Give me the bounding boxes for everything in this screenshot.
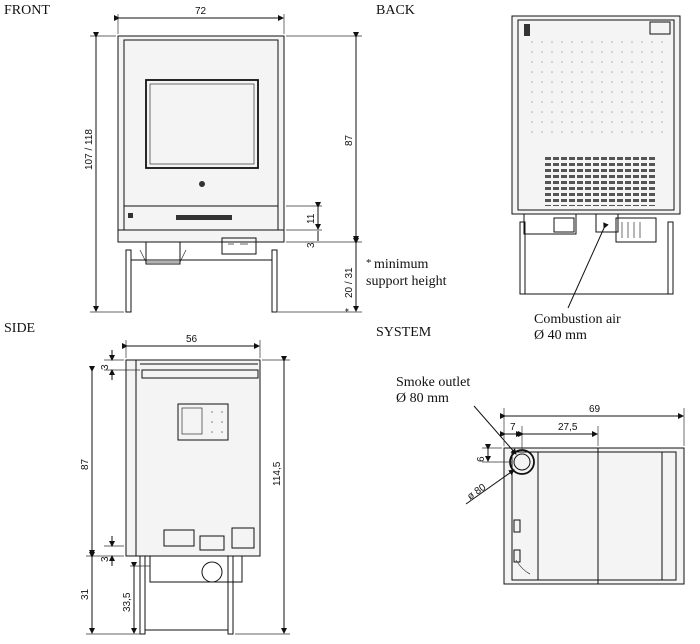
side-support-right <box>227 555 234 635</box>
dim-front-width: 72 <box>195 6 207 17</box>
system-body <box>503 447 685 585</box>
logo-icon <box>199 181 205 187</box>
side-underside <box>149 555 243 583</box>
front-support-right <box>271 249 278 313</box>
dim-side-support335: 33,5 <box>122 592 133 612</box>
side-body <box>125 359 261 557</box>
back-combustion-intake <box>595 213 619 233</box>
dim-system-6: 6 <box>476 456 487 462</box>
back-combustion-label-2: Ø 40 mm <box>534 328 587 343</box>
dim-front-height-total: 107 / 118 <box>84 129 95 170</box>
view-title-front: FRONT <box>4 3 50 18</box>
front-ash-unit <box>145 241 181 265</box>
back-component-left <box>523 213 577 235</box>
dim-front-height-body: 87 <box>344 134 355 146</box>
back-grille <box>544 156 656 206</box>
dim-front-11: 11 <box>306 213 317 224</box>
system-view: 69 7 27,5 6 ø 80 <box>465 404 685 585</box>
side-ash-door <box>163 529 195 547</box>
dim-system-7: 7 <box>510 422 516 433</box>
back-combustion-label-1: Combustion air <box>534 312 621 327</box>
support-note-asterisk: * <box>366 257 372 269</box>
control-buttons <box>176 215 232 220</box>
side-view: 56 3 87 3 31 33,5 114,5 <box>80 334 290 635</box>
side-window <box>177 403 229 441</box>
smoke-outlet-label-1: Smoke outlet <box>396 375 470 390</box>
front-body <box>117 35 285 243</box>
dim-system-275: 27,5 <box>558 422 578 433</box>
back-top-vent <box>649 21 671 35</box>
front-support-left <box>125 249 132 313</box>
dim-side-support31: 31 <box>80 588 91 600</box>
front-connector <box>221 237 257 255</box>
dim-side-width: 56 <box>186 334 198 345</box>
dim-front-support: 20 / 31 <box>344 267 355 298</box>
view-title-system: SYSTEM <box>376 325 432 340</box>
side-fan-icon <box>201 561 223 583</box>
dim-side-height-total: 114,5 <box>272 461 283 486</box>
dim-front-3: 3 <box>306 242 317 248</box>
dim-side-bottom3: 3 <box>100 556 111 562</box>
view-title-side: SIDE <box>4 321 35 336</box>
dim-front-support-asterisk: * <box>344 308 355 312</box>
front-window <box>145 79 259 169</box>
front-view: 72 107 / 118 87 11 3 20 / 31 * <box>84 6 362 313</box>
back-view <box>511 15 681 309</box>
dim-system-dia80: ø 80 <box>465 482 488 503</box>
back-fan <box>615 217 657 243</box>
dim-side-top3: 3 <box>100 364 111 370</box>
back-support-right <box>667 221 674 295</box>
side-support-left <box>139 555 146 635</box>
dim-system-width: 69 <box>589 404 601 415</box>
support-note-line1: minimum <box>374 257 429 272</box>
smoke-outlet-label-2: Ø 80 mm <box>396 391 449 406</box>
support-note-line2: support height <box>366 274 447 289</box>
dim-side-height87: 87 <box>80 458 91 470</box>
view-title-back: BACK <box>376 3 415 18</box>
